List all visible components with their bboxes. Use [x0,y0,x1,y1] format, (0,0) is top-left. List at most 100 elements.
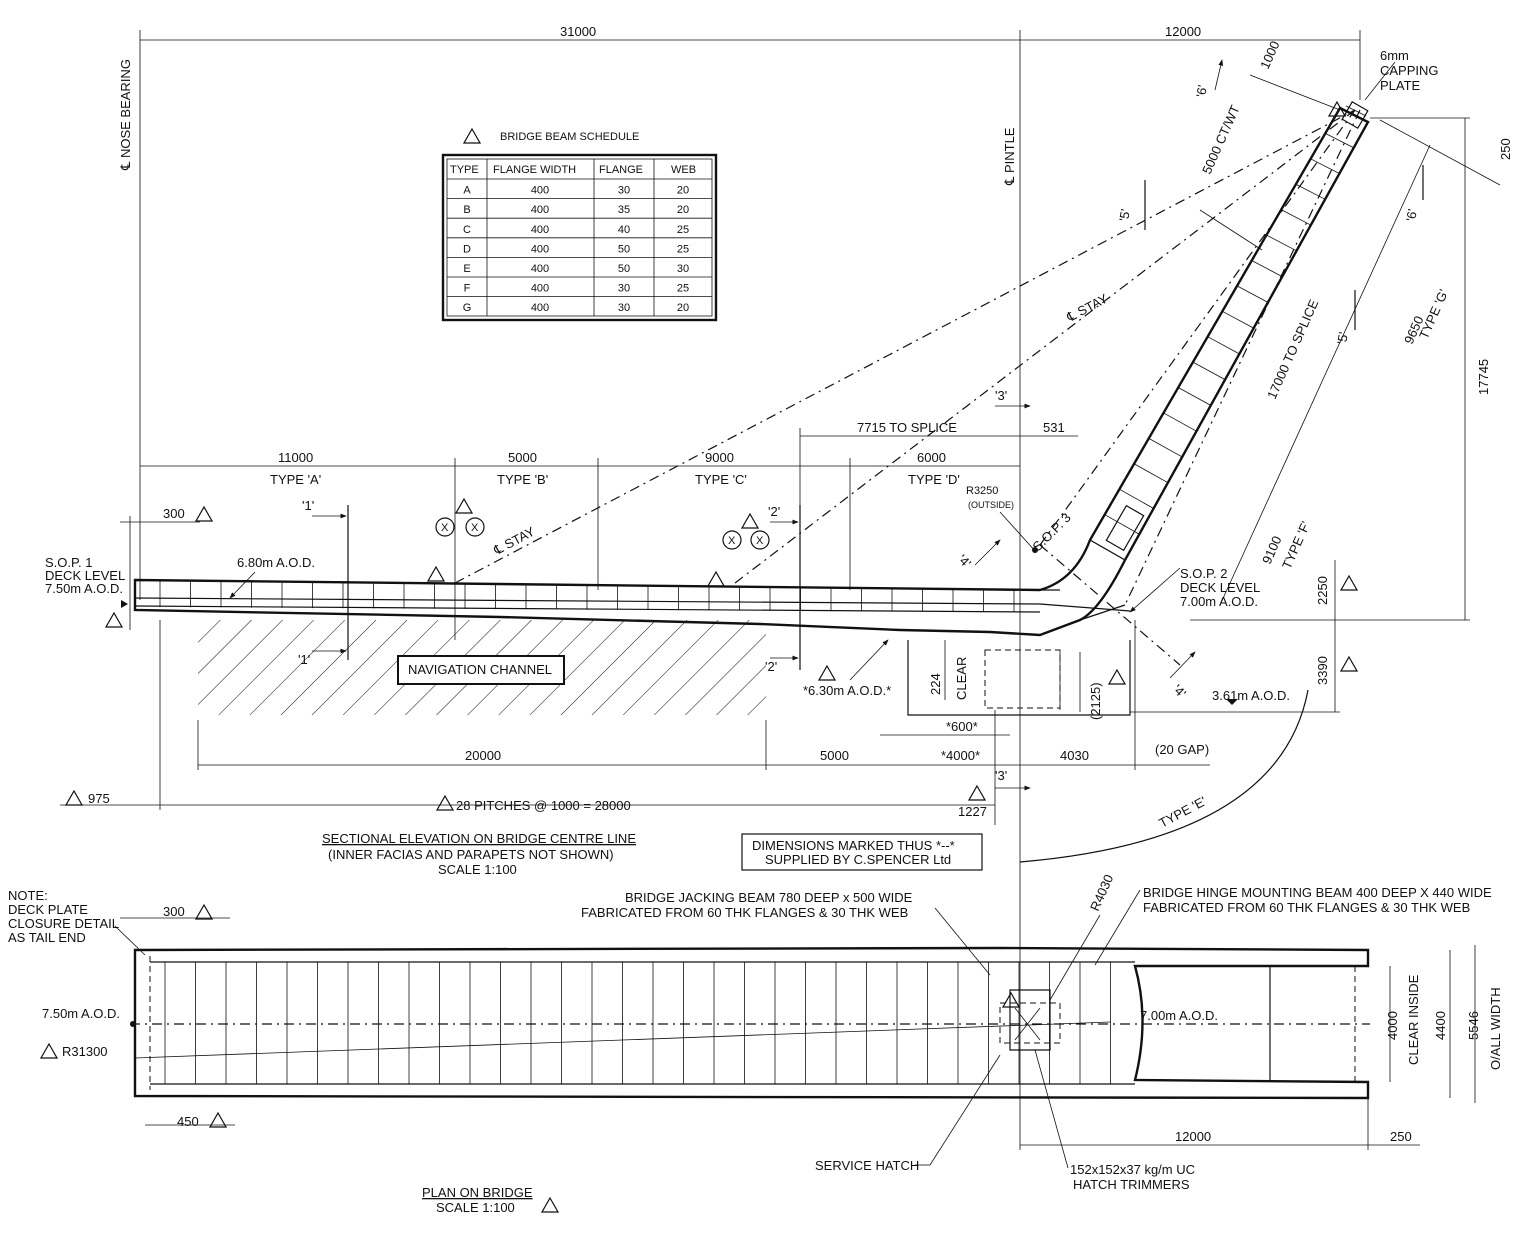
dim-type-d: 6000 [917,450,946,465]
plan-title: PLAN ON BRIDGE [422,1185,533,1200]
schedule-cell: 400 [531,302,549,314]
capping-plate-1: 6mm [1380,48,1409,63]
plan-on-bridge: NOTE: DECK PLATE CLOSURE DETAIL AS TAIL … [8,872,1503,1215]
label-type-b: TYPE 'B' [497,472,548,487]
jacking-beam-2: FABRICATED FROM 60 THK FLANGES & 30 THK … [581,905,908,920]
schedule-cell: 30 [618,302,630,314]
dim-2125: (2125) [1088,682,1103,720]
plan-note-4: AS TAIL END [8,930,86,945]
section-2-bottom: '2' [765,659,777,674]
schedule-cell: 40 [618,224,630,236]
jacking-beam-1: BRIDGE JACKING BEAM 780 DEEP x 500 WIDE [625,890,913,905]
plan-dim-300: 300 [163,904,185,919]
schedule-cell: 20 [677,204,689,216]
label-type-a: TYPE 'A' [270,472,321,487]
plan-oall-width: O/ALL WIDTH [1488,987,1503,1070]
schedule-title: BRIDGE BEAM SCHEDULE [500,131,639,143]
clear-label: CLEAR [954,657,969,700]
schedule-cell: 400 [531,283,549,295]
sop1-title: S.O.P. 1 [45,555,92,570]
stay-label-2: ℄ STAY [1063,291,1110,326]
hinge-beam-2: FABRICATED FROM 60 THK FLANGES & 30 THK … [1143,900,1470,915]
dim-5000-ct-wt: 5000 CT/WT [1199,103,1243,176]
nav-channel-label: NAVIGATION CHANNEL [408,662,552,677]
dims-note-1: DIMENSIONS MARKED THUS *--* [752,838,955,853]
beam-schedule: BRIDGE BEAM SCHEDULE TYPE FLANGE WIDTH F… [441,128,718,322]
schedule-cell: 400 [531,243,549,255]
dim-31000: 31000 [560,24,596,39]
dim-5000-lower: 5000 [820,748,849,763]
dim-4000-star: *4000* [941,748,980,763]
schedule-cell: 35 [618,204,630,216]
schedule-header-type: TYPE [450,164,479,176]
schedule-cell: 20 [677,302,689,314]
label-type-c: TYPE 'C' [695,472,747,487]
schedule-cell: F [464,283,471,295]
deck-beam [133,101,1370,637]
x-marker-1: X [441,522,449,534]
dim-17745: 17745 [1476,359,1491,395]
dim-4030: 4030 [1060,748,1089,763]
nose-bearing-label: ℄ NOSE BEARING [118,59,133,171]
type-e-label: TYPE 'E' [1156,793,1208,830]
schedule-cell: 50 [618,263,630,275]
schedule-cell: 30 [618,185,630,197]
lower-dimensions: 20000 5000 4030 (20 GAP) *600* *4000* 97… [60,620,1210,825]
dim-3390: 3390 [1315,656,1330,685]
dim-250-top: 250 [1498,138,1513,160]
stay-label-1: ℄ STAY [490,524,537,559]
sop2-title: S.O.P. 2 [1180,566,1227,581]
sop2-deck: DECK LEVEL [1180,580,1260,595]
dim-2250: 2250 [1315,576,1330,605]
schedule-cell: 30 [677,263,689,275]
level-361: 3.61m A.O.D. [1212,688,1290,703]
schedule-cell: 25 [677,224,689,236]
sop1-level: 7.50m A.O.D. [45,581,123,596]
type-f-label: TYPE 'F' [1279,519,1313,571]
dim-1000-top: 1000 [1257,39,1282,72]
dim-17000-to-splice: 17000 TO SPLICE [1264,297,1321,401]
plan-note-2: DECK PLATE [8,902,88,917]
plan-note-3: CLOSURE DETAIL [8,916,119,931]
right-dimensions: 2250 3390 17745 250 9650 TYPE 'G' 9100 T… [1190,39,1513,712]
schedule-cell: D [463,243,471,255]
capping-plate-2: CAPPING [1380,63,1439,78]
dim-type-c: 9000 [705,450,734,465]
plan-dim-4400: 4400 [1433,1011,1448,1040]
schedule-cell: C [463,224,471,236]
hinge-pit: *6.30m A.O.D.* 224 CLEAR (2125) 3.61m A.… [803,639,1340,720]
navigation-channel: NAVIGATION CHANNEL [198,620,766,715]
section-5-left: '5' [1116,208,1133,223]
dim-type-a: 11000 [278,450,313,465]
schedule-cell: 25 [677,283,689,295]
plan-note-1: NOTE: [8,888,48,903]
type-e-arc [1019,689,1309,863]
revision-triangle-icon [463,128,481,144]
schedule-cell: 30 [618,283,630,295]
x-marker-2: X [471,522,479,534]
schedule-cell: 400 [531,263,549,275]
schedule-cell: 400 [531,224,549,236]
schedule-header-flange-width: FLANGE WIDTH [493,164,576,176]
type-g-label: TYPE 'G' [1416,287,1451,341]
dim-20000: 20000 [465,748,501,763]
plan-dim-250: 250 [1390,1129,1412,1144]
sop-labels: S.O.P. 1 DECK LEVEL 7.50m A.O.D. 6.80m A… [45,485,1260,628]
r3250: R3250 [966,485,998,497]
plan-dim-5546: 5546 [1466,1011,1481,1040]
capping-plate-3: PLATE [1380,78,1421,93]
hatch-trimmers-2: HATCH TRIMMERS [1073,1177,1190,1192]
schedule-cell: 20 [677,185,689,197]
schedule-cell: A [463,185,471,197]
revision-markers: X X X X [427,101,1358,685]
label-type-d: TYPE 'D' [908,472,960,487]
plan-clear-inside: CLEAR INSIDE [1406,974,1421,1065]
type-dimensions: 11000 TYPE 'A' 5000 TYPE 'B' 9000 TYPE '… [120,420,1078,660]
schedule-cell: 25 [677,243,689,255]
level-630: *6.30m A.O.D.* [803,683,891,698]
dim-12000: 12000 [1165,24,1201,39]
r3250-outside: (OUTSIDE) [968,500,1014,510]
schedule-cell: E [463,263,470,275]
schedule-cell: 50 [618,243,630,255]
